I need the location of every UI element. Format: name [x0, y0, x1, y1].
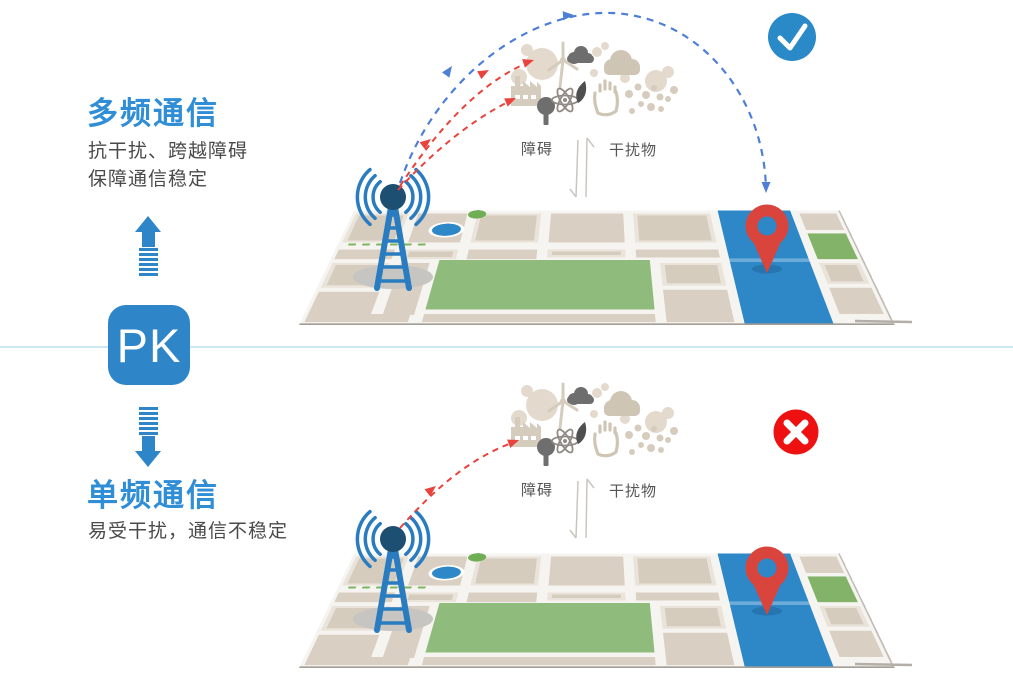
signal-arc-red-2: [397, 98, 515, 191]
arrow-down-shaft: [141, 436, 155, 451]
divider-line: [0, 346, 1013, 348]
single-frequency-subtitle: 易受干扰，通信不稳定: [88, 518, 288, 546]
map-shadow: [854, 319, 913, 324]
label-divider-bottom: [569, 478, 595, 539]
signal-arc-blue: [398, 11, 768, 190]
signal-arc-red-1: [399, 60, 533, 187]
success-check-icon: [768, 13, 816, 61]
destination-pin-icon: [745, 204, 789, 274]
arrow-up-stripes: [138, 248, 158, 276]
single-frequency-title: 单频通信: [87, 478, 219, 513]
obstacle-label-top: 障碍: [520, 141, 554, 158]
arrow-down-head: [135, 451, 161, 467]
failure-x-icon: [773, 409, 819, 455]
obstacle-icons-top: [509, 40, 680, 127]
single-frequency-signal-arc: [399, 439, 519, 529]
arrow-down-icon: [134, 406, 162, 467]
subtitle-line: 保障通信稳定: [88, 169, 209, 190]
map-shadow: [854, 662, 913, 667]
arrow-up-head: [135, 216, 161, 232]
multi-frequency-signal-arcs: [397, 11, 771, 193]
radio-tower-icon: [353, 512, 433, 631]
arrow-down-stripes: [138, 407, 158, 435]
multi-frequency-title: 多频通信: [87, 96, 219, 131]
signal-arc-red: [399, 440, 518, 529]
interference-label-bottom: 干扰物: [608, 483, 658, 500]
label-divider-top: [569, 137, 595, 198]
multi-frequency-subtitle: 抗干扰、跨越障碍 保障通信稳定: [88, 138, 248, 194]
arrow-up-shaft: [141, 232, 155, 247]
destination-pin-icon: [745, 546, 789, 616]
obstacle-label-bottom: 障碍: [520, 482, 554, 499]
subtitle-line: 易受干扰，通信不稳定: [88, 521, 289, 542]
obstacle-icons-bottom: [509, 381, 680, 468]
arrow-up-icon: [134, 216, 162, 277]
subtitle-line: 抗干扰、跨越障碍: [88, 141, 249, 162]
radio-tower-icon: [353, 170, 433, 289]
interference-label-top: 干扰物: [608, 142, 658, 159]
pk-badge: PK: [108, 305, 190, 385]
